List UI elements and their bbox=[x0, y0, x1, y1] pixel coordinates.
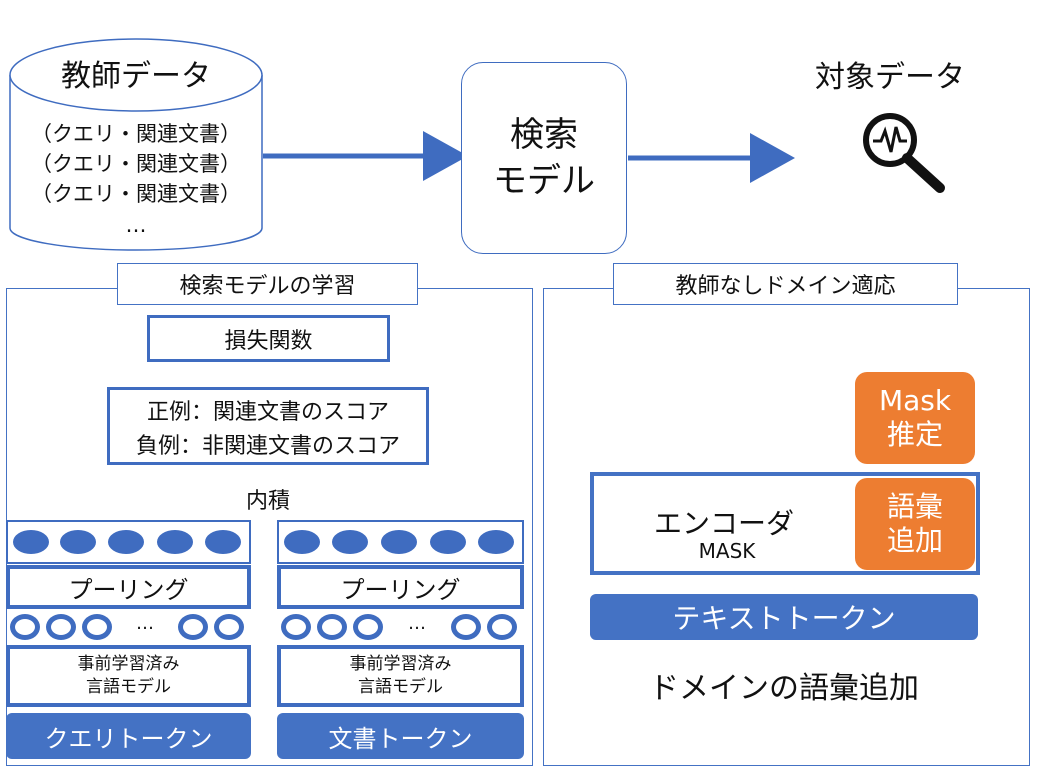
query-lm-line-2: 言語モデル bbox=[86, 677, 171, 697]
mask-estimation-box: Mask 推定 bbox=[855, 372, 975, 464]
teacher-data-ellipsis: … bbox=[125, 213, 147, 237]
query-language-model-box: 事前学習済み 言語モデル bbox=[6, 645, 251, 707]
doc-hidden-ellipsis: … bbox=[408, 612, 426, 634]
query-lm-line-1: 事前学習済み bbox=[77, 654, 180, 674]
doc-token-embeddings: … bbox=[277, 612, 524, 642]
query-embedding-dot bbox=[108, 530, 144, 554]
query-hidden-ellipsis: … bbox=[136, 612, 154, 634]
mask-estimation-line-2: 推定 bbox=[886, 418, 943, 451]
inner-product-label: 内積 bbox=[245, 489, 290, 514]
teacher-data-line-1: （クエリ・関連文書） bbox=[31, 122, 241, 146]
query-hidden-ring bbox=[46, 614, 76, 640]
doc-embedding-dot bbox=[478, 530, 514, 554]
doc-tokens-bar: 文書トークン bbox=[277, 713, 524, 759]
mask-token-label: MASK bbox=[698, 539, 756, 563]
doc-language-model-box: 事前学習済み 言語モデル bbox=[277, 645, 524, 707]
teacher-data-title: 教師データ bbox=[61, 59, 211, 94]
doc-hidden-ring bbox=[487, 614, 517, 640]
query-embedding-dot bbox=[157, 530, 193, 554]
vocab-add-line-2: 追加 bbox=[886, 524, 943, 557]
doc-embedding-dot bbox=[430, 530, 466, 554]
query-hidden-ring bbox=[82, 614, 112, 640]
doc-pooling-box: プーリング bbox=[277, 565, 524, 609]
query-hidden-ring bbox=[10, 614, 40, 640]
doc-lm-line-2: 言語モデル bbox=[358, 677, 443, 697]
vocab-add-line-1: 語彙 bbox=[886, 490, 943, 523]
query-embedding-dot bbox=[205, 530, 241, 554]
doc-lm-line-1: 事前学習済み bbox=[349, 654, 452, 674]
text-tokens-bar: テキストトークン bbox=[590, 594, 978, 640]
domain-adaptation-title: 教師なしドメイン適応 bbox=[613, 263, 958, 305]
search-model-box: 検索 モデル bbox=[461, 62, 627, 254]
doc-hidden-ring bbox=[317, 614, 347, 640]
encoder-label: エンコーダ bbox=[653, 507, 794, 540]
search-model-line-2: モデル bbox=[493, 161, 595, 201]
doc-hidden-ring bbox=[281, 614, 311, 640]
loss-function-box: 損失関数 bbox=[147, 315, 390, 362]
query-embedding-dot bbox=[60, 530, 96, 554]
doc-embedding-dot bbox=[381, 530, 417, 554]
doc-embedding-row bbox=[277, 520, 524, 564]
teacher-data-line-3: （クエリ・関連文書） bbox=[31, 182, 241, 206]
retrieval-training-title: 検索モデルの学習 bbox=[117, 263, 418, 305]
score-negative: 負例：非関連文書のスコア bbox=[135, 434, 400, 459]
query-token-embeddings: … bbox=[6, 612, 251, 642]
query-embedding-dot bbox=[13, 530, 49, 554]
vocab-add-box: 語彙 追加 bbox=[855, 478, 975, 570]
doc-embedding-dot bbox=[284, 530, 320, 554]
query-tokens-bar: クエリトークン bbox=[6, 713, 251, 759]
doc-hidden-ring bbox=[451, 614, 481, 640]
score-box: 正例：関連文書のスコア 負例：非関連文書のスコア bbox=[107, 387, 429, 465]
target-data-label: 対象データ bbox=[815, 60, 965, 95]
doc-hidden-ring bbox=[353, 614, 383, 640]
search-model-line-1: 検索 bbox=[510, 115, 578, 155]
magnifier-waveform-icon bbox=[863, 113, 945, 193]
domain-vocab-caption: ドメインの語彙追加 bbox=[649, 671, 919, 706]
doc-embedding-dot bbox=[332, 530, 368, 554]
query-embedding-row bbox=[6, 520, 251, 564]
mask-estimation-line-1: Mask bbox=[878, 384, 952, 417]
teacher-data-line-2: （クエリ・関連文書） bbox=[31, 152, 241, 176]
query-hidden-ring bbox=[178, 614, 208, 640]
query-hidden-ring bbox=[214, 614, 244, 640]
score-positive: 正例：関連文書のスコア bbox=[146, 400, 389, 425]
query-pooling-box: プーリング bbox=[6, 565, 251, 609]
teacher-data-cylinder bbox=[9, 38, 263, 251]
